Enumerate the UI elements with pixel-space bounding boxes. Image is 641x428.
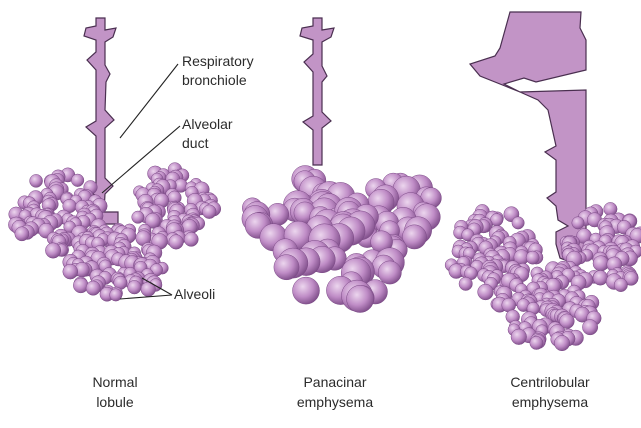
caption-line2: emphysema [485,392,615,412]
caption-line2: lobule [50,392,180,412]
caption-panacinar-emphysema: Panacinar emphysema [270,372,400,412]
caption-line2: emphysema [270,392,400,412]
alveolus [511,329,527,345]
alveolus [347,285,374,312]
alveolus [71,174,84,187]
alveolus [582,320,597,335]
normal-alveoli-cluster [8,163,220,302]
label-alveolar-line1: Alveolar [182,115,233,134]
alveolus [45,243,60,258]
alveolus [526,251,539,264]
alveolus [512,217,524,229]
caption-line1: Centrilobular [485,372,615,392]
alveolus [554,335,569,350]
alveolus [274,255,299,280]
alveolus [132,211,144,223]
alveolus [15,227,29,241]
alveolus [169,235,184,250]
alveolus [63,264,78,279]
alveolus [614,278,627,291]
alveolus [478,284,494,300]
alveolus [128,280,142,294]
alveolus [73,278,88,293]
alveolus [378,261,401,284]
alveolus [530,336,543,349]
caption-centrilobular-emphysema: Centrilobular emphysema [485,372,615,412]
leader-respiratory-bronchiole [120,64,178,138]
alveolus [593,256,609,272]
label-alveolar-line2: duct [182,134,233,153]
caption-line1: Panacinar [270,372,400,392]
alveolus [593,270,608,285]
alveolus [293,277,320,304]
alveolus [572,217,584,229]
label-respiratory-bronchiole: Respiratory bronchiole [182,52,254,90]
alveolus [184,232,198,246]
label-respiratory-line2: bronchiole [182,71,254,90]
panacinar-alveoli-cluster [242,166,442,313]
caption-line1: Normal [50,372,180,392]
label-alveolar-duct: Alveolar duct [182,115,233,153]
alveolus [202,205,216,219]
alveolus [459,277,472,290]
centrilobular-alveoli-cluster [445,202,641,350]
caption-normal-lobule: Normal lobule [50,372,180,412]
alveolus [30,174,43,187]
alveolus [86,281,100,295]
panacinar-airway [300,18,334,165]
label-respiratory-line1: Respiratory [182,52,254,71]
label-alveoli: Alveoli [174,285,215,304]
